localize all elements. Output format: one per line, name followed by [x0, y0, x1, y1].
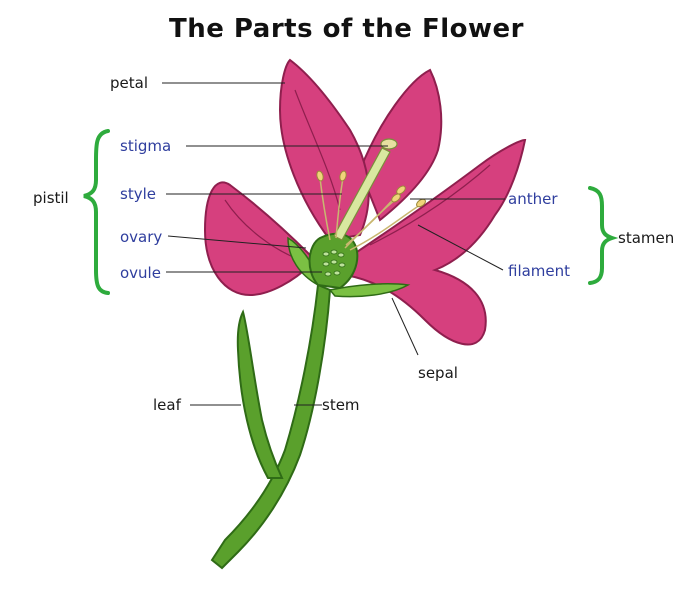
label-ovary: ovary: [120, 228, 163, 246]
ovules: [322, 249, 346, 277]
stamens: [319, 177, 421, 251]
stem-shape: [210, 283, 332, 570]
petal-vein: [294, 89, 341, 211]
label-filament: filament: [508, 262, 571, 280]
stigma-shape: [380, 138, 398, 150]
leaf-shape: [236, 309, 284, 479]
diagram-title: The Parts of the Flower: [169, 14, 524, 44]
label-ovule: ovule: [120, 264, 161, 282]
petal-right: [344, 138, 527, 346]
label-sepal: sepal: [418, 364, 458, 382]
label-stigma: stigma: [120, 137, 172, 155]
label-stamen: stamen: [618, 229, 675, 247]
stamen-bracket: [588, 186, 619, 285]
anthers: [316, 170, 426, 208]
sepal-right: [328, 283, 411, 298]
label-style: style: [120, 185, 156, 203]
pistil-bracket: [83, 129, 110, 295]
style-shape: [333, 147, 391, 241]
petal-back-right: [358, 68, 443, 222]
label-petal: petal: [110, 74, 148, 92]
petal-vein: [369, 164, 491, 246]
label-leaf: leaf: [153, 396, 181, 414]
leader-lines: [162, 82, 505, 406]
label-stem: stem: [322, 396, 360, 414]
petal-left: [203, 181, 311, 297]
label-anther: anther: [508, 190, 558, 208]
label-pistil: pistil: [33, 189, 69, 207]
